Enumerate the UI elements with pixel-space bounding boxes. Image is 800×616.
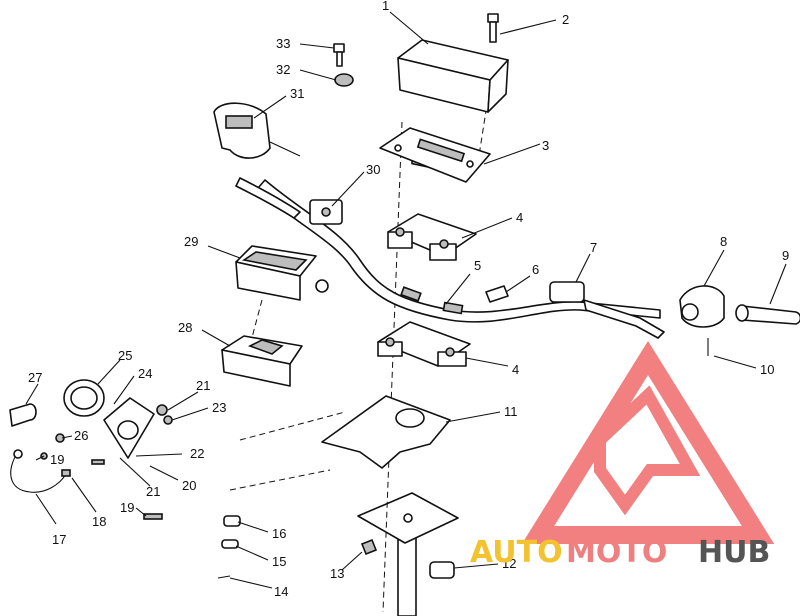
leader-lines xyxy=(25,11,787,589)
part-mount-plate xyxy=(379,127,491,183)
callout-21-lower: 21 xyxy=(146,484,160,499)
part-washer-32 xyxy=(334,73,354,87)
callout-19-lower: 19 xyxy=(120,500,134,515)
callout-9: 9 xyxy=(782,248,789,263)
part-bolt-2 xyxy=(487,13,499,43)
callout-31: 31 xyxy=(290,86,304,101)
callout-4-lower: 4 xyxy=(512,362,519,377)
callout-13: 13 xyxy=(330,566,344,581)
callout-17: 17 xyxy=(52,532,66,547)
watermark-triangle xyxy=(521,340,775,544)
part-gauge xyxy=(235,245,329,301)
watermark-hub: HUB xyxy=(698,535,770,570)
part-indicator-housing xyxy=(103,397,155,459)
callout-28: 28 xyxy=(178,320,192,335)
centerline-main xyxy=(382,121,403,613)
part-wire-17 xyxy=(10,451,67,493)
part-bulb-cover xyxy=(9,403,37,427)
callout-18: 18 xyxy=(92,514,106,529)
part-clamp-30 xyxy=(309,199,343,225)
callout-10: 10 xyxy=(760,362,774,377)
watermark-inner-mark xyxy=(594,385,701,516)
callout-8: 8 xyxy=(720,234,727,249)
part-handlebar xyxy=(257,179,661,323)
callout-32: 32 xyxy=(276,62,290,77)
callout-23: 23 xyxy=(212,400,226,415)
callout-25: 25 xyxy=(118,348,132,363)
callout-1: 1 xyxy=(382,0,389,13)
part-indicator-bezel xyxy=(63,379,105,417)
callout-20: 20 xyxy=(182,478,196,493)
callout-26: 26 xyxy=(74,428,88,443)
watermark-auto: AUTO xyxy=(470,535,563,570)
callout-6: 6 xyxy=(532,262,539,277)
part-throttle-housing xyxy=(679,285,725,328)
callout-14: 14 xyxy=(274,584,288,599)
callout-27: 27 xyxy=(28,370,42,385)
callout-33: 33 xyxy=(276,36,290,51)
callout-21-upper: 21 xyxy=(196,378,210,393)
callout-22: 22 xyxy=(190,446,204,461)
part-grip xyxy=(735,304,800,325)
callout-5: 5 xyxy=(474,258,481,273)
callout-2: 2 xyxy=(562,12,569,27)
callout-16: 16 xyxy=(272,526,286,541)
callout-4-upper: 4 xyxy=(516,210,523,225)
callout-30: 30 xyxy=(366,162,380,177)
watermark-moto: MOTO xyxy=(566,535,667,570)
part-gauge-tray xyxy=(221,335,303,387)
watermark-text: AUTO MOTO HUB xyxy=(470,535,770,570)
part-brake-lever xyxy=(549,281,665,339)
part-label-6 xyxy=(485,285,509,303)
part-clamp-upper xyxy=(387,213,477,261)
callout-labels: 1 2 3 4 4 5 6 7 8 9 10 11 12 13 14 15 16… xyxy=(28,0,789,599)
part-bolt-33 xyxy=(333,43,345,67)
steering-column xyxy=(357,492,459,616)
callout-19-left: 19 xyxy=(50,452,64,467)
callout-11: 11 xyxy=(504,404,518,419)
part-bracket-plate xyxy=(321,395,451,469)
callout-12: 12 xyxy=(502,556,516,571)
callout-3: 3 xyxy=(542,138,549,153)
callout-7: 7 xyxy=(590,240,597,255)
callout-24: 24 xyxy=(138,366,152,381)
part-clamp-lower xyxy=(377,321,471,367)
callout-15: 15 xyxy=(272,554,286,569)
callout-29: 29 xyxy=(184,234,198,249)
watermark-logo xyxy=(521,340,775,544)
